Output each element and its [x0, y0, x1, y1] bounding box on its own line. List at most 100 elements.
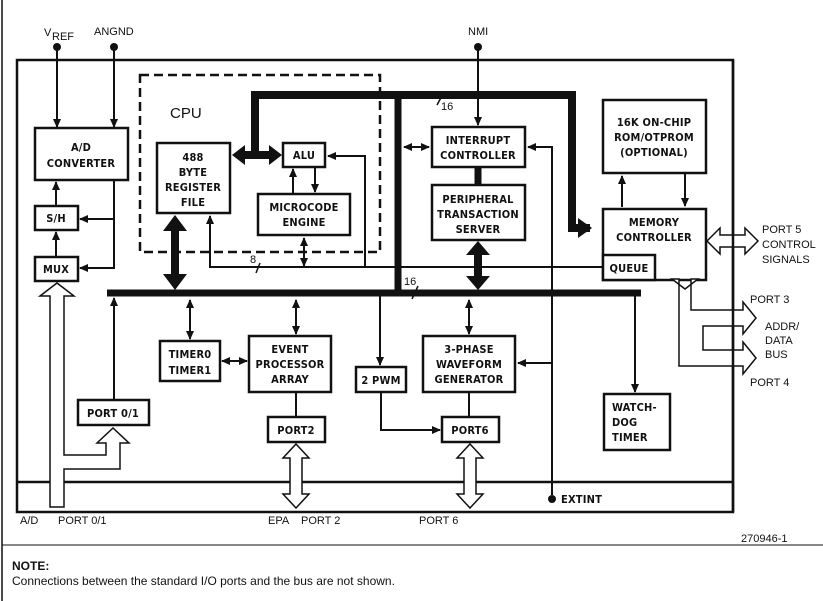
svg-text:MEMORY: MEMORY: [629, 216, 680, 229]
label-bus: BUS: [765, 349, 788, 361]
label-signals: SIGNALS: [762, 254, 810, 266]
svg-text:WATCH-: WATCH-: [612, 401, 657, 414]
ad-port01-arrow: [37, 282, 131, 508]
nmi-pin: NMI: [468, 26, 488, 126]
rom-links: [618, 173, 689, 207]
lower-connections: [110, 296, 639, 434]
svg-text:NMI: NMI: [468, 26, 488, 38]
svg-text:GENERATOR: GENERATOR: [435, 373, 504, 386]
note-text: Connections between the standard I/O por…: [12, 574, 395, 588]
svg-text:MICROCODE: MICROCODE: [269, 201, 338, 214]
ad-converter-block: A/D CONVERTER: [33, 126, 130, 182]
cpu-internal-bus: 16: [232, 91, 592, 294]
svg-text:CONTROLLER: CONTROLLER: [616, 231, 692, 244]
port2-block: PORT2: [266, 415, 327, 444]
svg-text:EVENT: EVENT: [271, 343, 308, 356]
label-data: DATA: [765, 335, 793, 347]
ad-connections: [52, 180, 115, 272]
svg-text:PERIPHERAL: PERIPHERAL: [442, 193, 514, 206]
svg-text:TIMER1: TIMER1: [169, 364, 212, 377]
label-epa: EPA: [268, 515, 290, 527]
label-control: CONTROL: [762, 239, 816, 251]
svg-text:488: 488: [182, 151, 203, 164]
port6-block: PORT6: [440, 415, 501, 444]
svg-text:BYTE: BYTE: [179, 166, 207, 179]
cpu-label: CPU: [170, 105, 202, 122]
main-bus: 16: [107, 276, 641, 300]
queue-line-width: 8: [250, 254, 256, 266]
vref-pin: V REF: [44, 27, 74, 128]
mux-block: MUX: [33, 255, 80, 283]
svg-text:TIMER0: TIMER0: [169, 348, 212, 361]
cpu-region: [138, 73, 382, 254]
svg-text:(OPTIONAL): (OPTIONAL): [620, 146, 688, 159]
svg-text:PORT 0/1: PORT 0/1: [87, 407, 139, 420]
pwm-block: 2 PWM: [354, 365, 408, 394]
svg-text:REGISTER: REGISTER: [165, 181, 221, 194]
svg-text:CONTROLLER: CONTROLLER: [440, 149, 516, 162]
port6-arrow: [455, 442, 485, 510]
figure-id: 270946-1: [741, 533, 788, 545]
label-addr: ADDR/: [765, 321, 800, 333]
svg-text:16K ON-CHIP: 16K ON-CHIP: [617, 116, 691, 129]
svg-text:PROCESSOR: PROCESSOR: [256, 358, 325, 371]
svg-text:SERVER: SERVER: [456, 223, 501, 236]
svg-text:PORT2: PORT2: [277, 424, 314, 437]
svg-text:TIMER: TIMER: [612, 431, 648, 444]
svg-text:V: V: [44, 27, 52, 39]
svg-text:S/H: S/H: [46, 212, 66, 225]
timers-block: TIMER0 TIMER1: [158, 339, 222, 383]
microcode-engine-block: MICROCODE ENGINE: [256, 192, 352, 237]
svg-text:REF: REF: [52, 31, 74, 43]
svg-text:PORT6: PORT6: [451, 424, 488, 437]
svg-text:WAVEFORM: WAVEFORM: [436, 358, 502, 371]
queue-line: [206, 152, 603, 274]
label-ad: A/D: [20, 515, 38, 527]
svg-text:ANGND: ANGND: [94, 26, 134, 38]
svg-text:16: 16: [441, 101, 453, 113]
sh-block: S/H: [33, 204, 80, 232]
waveform-generator-block: 3-PHASE WAVEFORM GENERATOR: [421, 334, 517, 394]
svg-text:QUEUE: QUEUE: [609, 262, 648, 275]
angnd-pin: ANGND: [94, 26, 134, 128]
regfile-bus-link: [163, 215, 187, 290]
interrupt-controller-block: INTERRUPT CONTROLLER: [430, 125, 527, 169]
label-port3: PORT 3: [750, 294, 789, 306]
svg-text:ENGINE: ENGINE: [282, 216, 325, 229]
interrupt-links: [403, 143, 553, 495]
pts-bus-link: [466, 241, 490, 290]
label-port5: PORT 5: [762, 224, 801, 236]
svg-text:MUX: MUX: [43, 263, 69, 276]
rom-block: 16K ON-CHIP ROM/OTPROM (OPTIONAL): [601, 98, 708, 175]
queue-block: [601, 253, 657, 282]
svg-text:ARRAY: ARRAY: [271, 373, 309, 386]
label-port2: PORT 2: [301, 515, 340, 527]
svg-text:16: 16: [404, 276, 416, 288]
svg-text:ROM/OTPROM: ROM/OTPROM: [614, 131, 694, 144]
port2-arrow: [281, 442, 311, 510]
port01-block: PORT 0/1: [76, 398, 151, 427]
watchdog-timer-block: WATCH- DOG TIMER: [602, 392, 672, 452]
svg-text:EXTINT: EXTINT: [561, 493, 602, 506]
svg-text:A/D: A/D: [71, 141, 91, 154]
svg-text:3-PHASE: 3-PHASE: [444, 343, 494, 356]
memory-controller-block: MEMORY CONTROLLER QUEUE: [601, 207, 708, 282]
note-title: NOTE:: [12, 559, 50, 573]
svg-text:TRANSACTION: TRANSACTION: [437, 208, 519, 221]
svg-text:DOG: DOG: [612, 416, 637, 429]
label-port6: PORT 6: [419, 515, 458, 527]
register-file-block: 488 BYTE REGISTER FILE: [155, 141, 232, 215]
svg-text:2 PWM: 2 PWM: [361, 374, 400, 387]
label-port4: PORT 4: [750, 377, 789, 389]
epa-block: EVENT PROCESSOR ARRAY: [247, 334, 333, 394]
extint-pin: EXTINT: [548, 493, 602, 506]
pts-block: PERIPHERAL TRANSACTION SERVER: [430, 183, 527, 242]
label-port01: PORT 0/1: [58, 515, 107, 527]
svg-text:CONVERTER: CONVERTER: [47, 157, 116, 170]
svg-text:FILE: FILE: [181, 196, 205, 209]
svg-text:ALU: ALU: [293, 149, 315, 162]
svg-text:INTERRUPT: INTERRUPT: [446, 134, 511, 147]
port34-arrows: [669, 278, 757, 377]
